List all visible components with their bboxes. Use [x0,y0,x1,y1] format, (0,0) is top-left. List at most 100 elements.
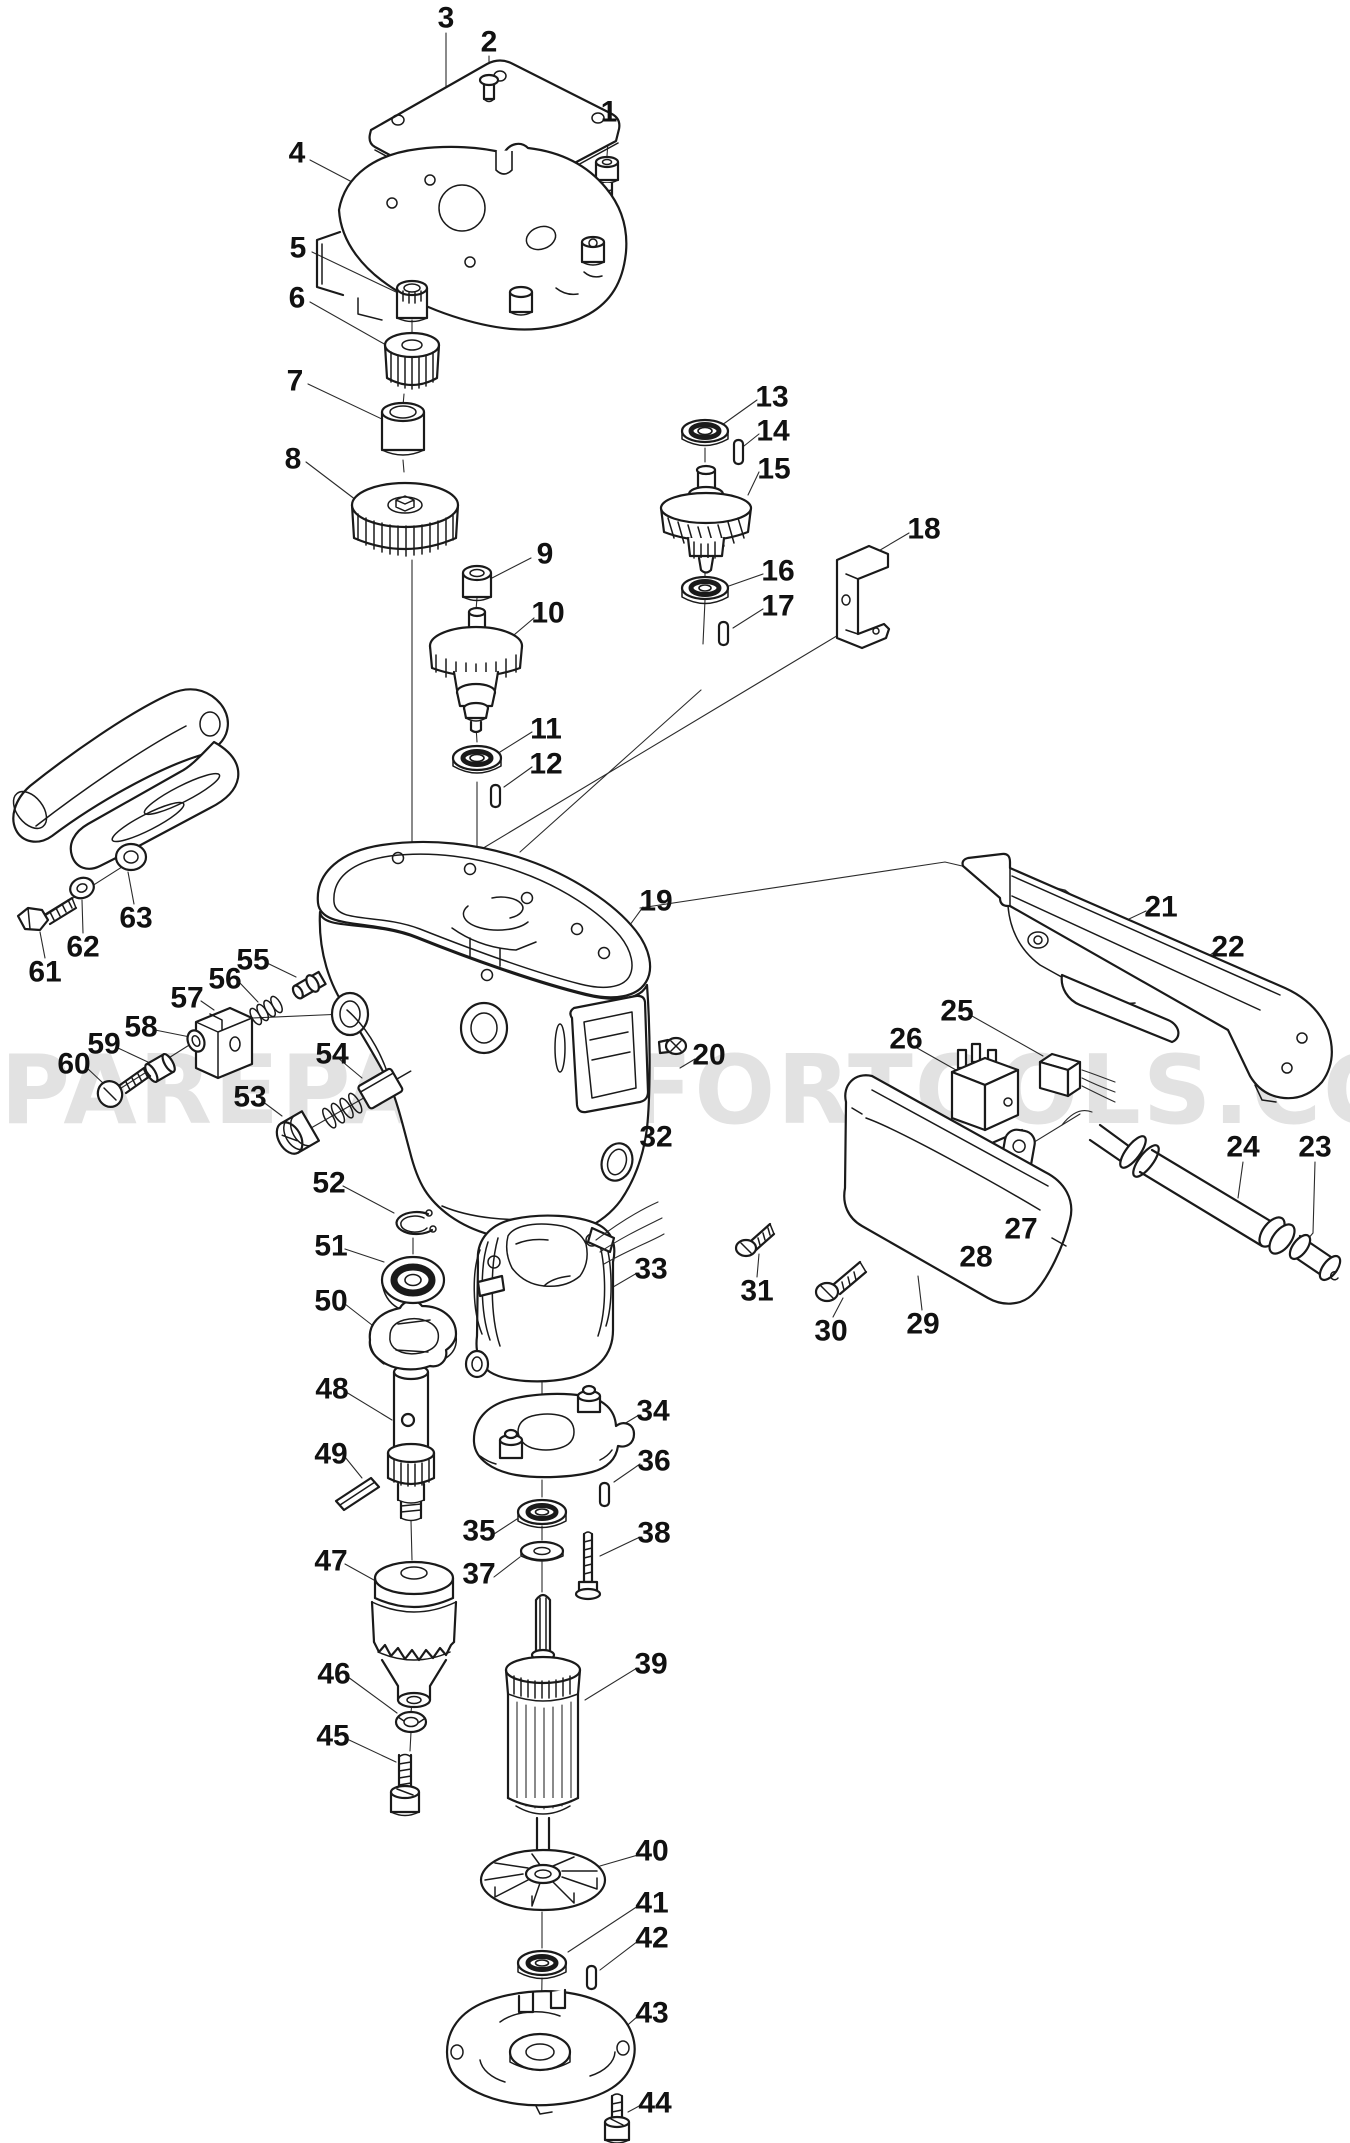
part-56-spring [249,995,283,1026]
part-label-17: 17 [761,590,794,623]
part-48-spindle [386,1352,436,1522]
part-52-snap-ring [395,1209,437,1236]
part-5-needle-bearing [395,279,429,323]
part-22-handle-cover-upper [961,852,1333,1103]
part-46-lock-washer [394,1710,428,1734]
part-label-10: 10 [531,597,564,630]
part-labels: 1 2 3 4 5 6 7 8 9 10 11 12 13 14 15 16 1… [28,2,1331,2120]
part-53-brush-cap [275,1110,320,1155]
part-label-36: 36 [637,1445,670,1478]
part-label-53: 53 [233,1081,266,1114]
part-label-20: 20 [692,1039,725,1072]
leader-lines [39,32,1316,2113]
part-39-armature [504,1593,582,1856]
part-16-ball-bearing [680,575,730,605]
part-41-ball-bearing [516,1949,568,1980]
part-label-29: 29 [906,1308,939,1341]
part-12-pin [489,783,502,809]
part-10-gear-assembly [428,606,524,734]
part-label-12: 12 [529,748,562,781]
part-label-39: 39 [634,1648,667,1681]
part-6-gear [383,331,441,390]
part-25-connector [1038,1052,1116,1103]
part-label-21: 21 [1144,891,1177,924]
part-44-screw [603,2093,631,2143]
part-36-pin [598,1481,611,1508]
part-40-fan [479,1848,607,1912]
part-label-44: 44 [638,2087,672,2120]
part-57-brush-holder-block [194,1006,254,1080]
part-11-ball-bearing [451,744,503,774]
part-label-32: 32 [639,1121,672,1154]
part-label-14: 14 [756,415,790,448]
part-label-42: 42 [635,1922,668,1955]
part-label-15: 15 [757,453,790,486]
part-label-27: 27 [1004,1213,1037,1246]
part-43-bearing-retainer [445,1988,636,2115]
part-label-2: 2 [481,26,498,59]
part-50-cam-ring [368,1299,458,1371]
part-20-screw [657,1036,688,1056]
part-18-bracket [835,544,891,650]
part-label-22: 22 [1211,931,1244,964]
part-label-25: 25 [940,995,973,1028]
part-59-roller [144,1053,176,1083]
part-35-ball-bearing [516,1498,568,1529]
part-47-drill-chuck [370,1560,458,1709]
part-7-spacer-ring [380,401,426,456]
part-label-46: 46 [317,1658,350,1691]
part-2-screw [478,73,500,103]
part-label-16: 16 [761,555,794,588]
part-4-gear-housing-cover [315,142,628,331]
part-37-washer [519,1540,565,1562]
part-33-field-stator [464,1201,665,1383]
part-13-ball-bearing [680,418,730,447]
part-label-26: 26 [889,1023,922,1056]
part-32-o-ring [600,1142,634,1182]
part-58-washer [186,1029,206,1053]
part-17-pin [717,620,730,647]
part-label-59: 59 [87,1028,120,1061]
part-label-58: 58 [124,1011,157,1044]
part-label-61: 61 [28,956,61,989]
part-label-47: 47 [314,1545,347,1578]
part-label-60: 60 [57,1048,90,1081]
part-label-3: 3 [438,2,455,35]
part-label-49: 49 [314,1438,347,1471]
part-38-screw [574,1531,602,1601]
part-30-screw [814,1260,868,1303]
part-label-24: 24 [1226,1131,1260,1164]
part-label-41: 41 [635,1887,668,1920]
part-label-30: 30 [814,1315,847,1348]
part-label-37: 37 [462,1558,495,1591]
part-62-washer [69,876,95,900]
part-label-45: 45 [316,1720,349,1753]
part-29-handle-cover-lower [843,1074,1073,1305]
part-label-9: 9 [537,538,554,571]
part-label-48: 48 [315,1373,348,1406]
part-label-50: 50 [314,1285,347,1318]
part-49-key [334,1476,381,1512]
part-label-35: 35 [462,1515,495,1548]
part-42-pin [585,1964,598,1991]
part-label-54: 54 [315,1038,349,1071]
part-24-cord-guard [1061,1109,1296,1255]
part-label-40: 40 [635,1835,668,1868]
part-label-13: 13 [755,381,788,414]
part-label-11: 11 [530,713,562,746]
part-label-63: 63 [119,902,152,935]
part-label-62: 62 [66,931,99,964]
part-label-8: 8 [285,443,302,476]
part-31-screw [734,1222,776,1258]
part-label-34: 34 [636,1395,670,1428]
part-63-side-handle [12,688,240,872]
part-label-33: 33 [634,1253,667,1286]
part-45-chuck-screw [389,1753,421,1817]
part-label-55: 55 [236,944,269,977]
part-label-7: 7 [287,365,304,398]
part-60-screw [96,1066,152,1108]
part-label-6: 6 [289,282,306,315]
part-55-shaft-lock-pin [291,970,327,1000]
part-61-bolt [16,896,78,932]
